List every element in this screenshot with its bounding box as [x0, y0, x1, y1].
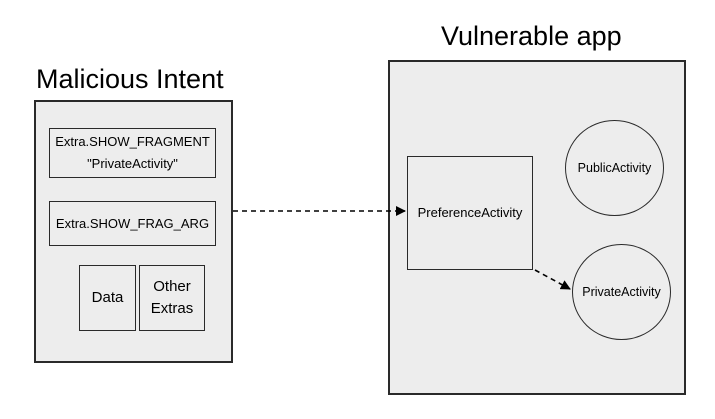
preference-activity-box: PreferenceActivity — [407, 156, 533, 270]
private-activity-circle: PrivateActivity — [572, 244, 671, 340]
other-extras-label-line1: Other — [153, 278, 191, 295]
other-extras-box: Other Extras — [139, 265, 205, 331]
malicious-intent-title: Malicious Intent — [36, 64, 224, 94]
vulnerable-app-title: Vulnerable app — [441, 21, 622, 51]
private-activity-label: PrivateActivity — [582, 285, 661, 299]
data-label: Data — [91, 289, 124, 306]
data-box: Data — [79, 265, 136, 331]
extra-show-fragment-label: Extra.SHOW_FRAGMENT — [55, 134, 210, 149]
public-activity-label: PublicActivity — [577, 161, 652, 175]
extra-show-fragment-value: "PrivateActivity" — [87, 156, 178, 171]
extra-show-fragment-box: Extra.SHOW_FRAGMENT "PrivateActivity" — [49, 128, 216, 178]
extra-show-frag-arg-box: Extra.SHOW_FRAG_ARG — [49, 201, 216, 246]
preference-activity-label: PreferenceActivity — [417, 205, 523, 220]
public-activity-circle: PublicActivity — [565, 120, 664, 216]
other-extras-label-line2: Extras — [150, 300, 194, 317]
extra-show-frag-arg-label: Extra.SHOW_FRAG_ARG — [55, 215, 210, 231]
